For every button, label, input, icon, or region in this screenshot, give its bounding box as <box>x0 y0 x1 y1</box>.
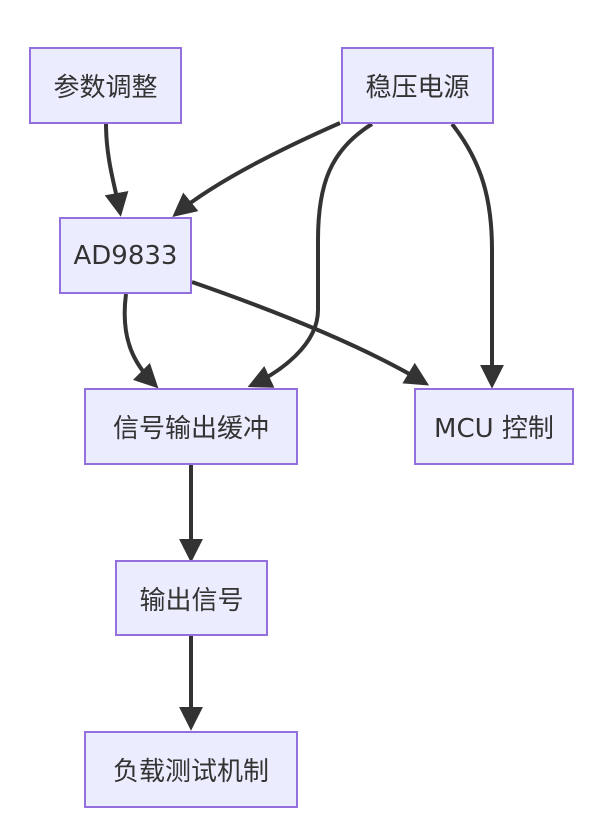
node-label: MCU 控制 <box>434 414 554 444</box>
node-mcu-control[interactable]: MCU 控制 <box>414 388 574 465</box>
node-label: 输出信号 <box>139 585 244 616</box>
edge-regulated-power-to-ad9833 <box>172 121 341 218</box>
node-label: 参数调整 <box>53 73 158 103</box>
node-output-signal[interactable]: 输出信号 <box>115 560 268 636</box>
edge-ad9833-to-signal-buffer <box>122 293 159 389</box>
node-ad9833[interactable]: AD9833 <box>59 217 192 294</box>
edge-regulated-power-to-mcu-control <box>450 122 504 389</box>
node-regulated-power[interactable]: 稳压电源 <box>341 47 494 124</box>
edge-ad9833-to-mcu-control <box>191 280 430 386</box>
node-signal-buffer[interactable]: 信号输出缓冲 <box>84 388 298 465</box>
node-param-adjust[interactable]: 参数调整 <box>29 47 182 124</box>
node-label: AD9833 <box>73 240 178 271</box>
node-label: 信号输出缓冲 <box>112 414 269 444</box>
node-load-test[interactable]: 负载测试机制 <box>84 731 298 808</box>
node-label: 稳压电源 <box>365 73 470 103</box>
edge-regulated-power-to-signal-buffer <box>247 122 374 388</box>
edge-param-adjust-to-ad9833 <box>104 123 129 217</box>
node-label: 负载测试机制 <box>112 757 269 787</box>
